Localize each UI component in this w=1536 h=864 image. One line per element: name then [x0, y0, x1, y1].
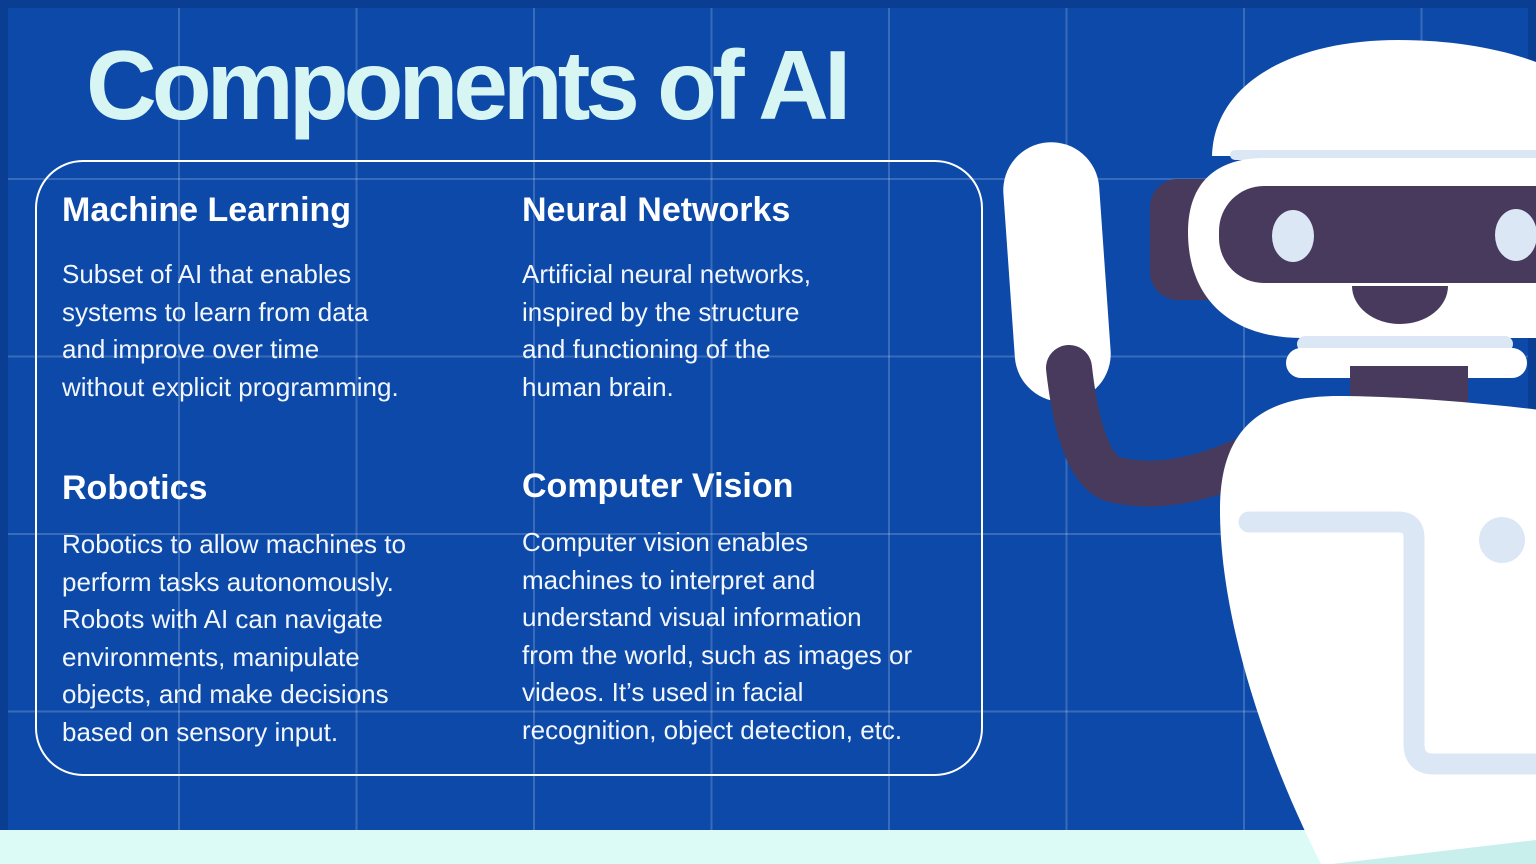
slide-title: Components of AI	[86, 30, 851, 140]
card-heading: Robotics	[62, 469, 208, 507]
card-body-text: Subset of AI that enables systems to lea…	[62, 259, 399, 402]
card-neural-networks: Neural Networks Artificial neural networ…	[522, 188, 992, 406]
card-body-text: Computer vision enables machines to inte…	[522, 527, 913, 745]
card-heading: Neural Networks	[522, 191, 791, 229]
card-body-text: Robotics to allow machines to perform ta…	[62, 529, 406, 747]
content-outline-box	[35, 160, 983, 776]
card-computer-vision: Computer Vision Computer vision enables …	[522, 464, 992, 749]
top-edge-border	[0, 0, 1536, 8]
bottom-accent-strip	[0, 830, 1536, 864]
right-edge-border	[1528, 0, 1536, 830]
card-body-text: Artificial neural networks, inspired by …	[522, 259, 811, 402]
card-heading: Computer Vision	[522, 467, 794, 505]
left-edge-border	[0, 0, 8, 830]
card-machine-learning: Machine Learning Subset of AI that enabl…	[62, 188, 502, 406]
card-heading: Machine Learning	[62, 191, 352, 229]
card-robotics: Robotics Robotics to allow machines to p…	[62, 466, 502, 751]
